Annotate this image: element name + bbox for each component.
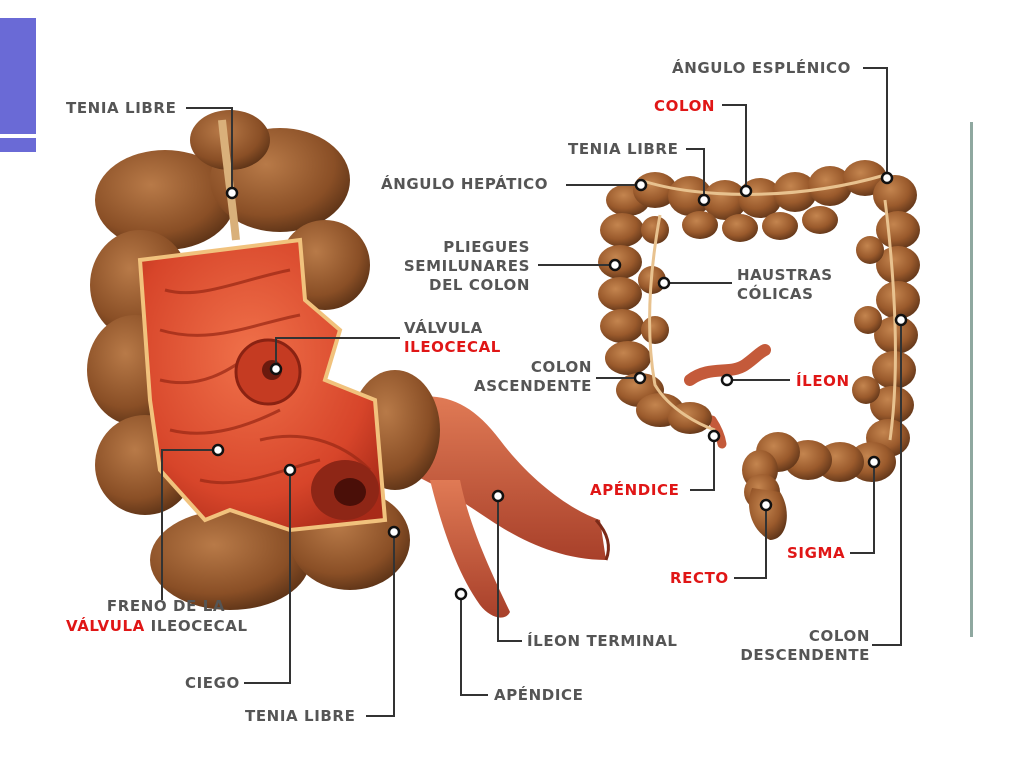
- label-freno-line2: VÁLVULA ILEOCECAL: [66, 617, 248, 636]
- cecum-illustration: [87, 110, 610, 618]
- label-ciego: CIEGO: [185, 674, 240, 692]
- marker-dot-icon: [211, 171, 908, 601]
- label-haustras-1: HAUSTRAS: [737, 266, 833, 284]
- label-colon-ascendente-1: COLON: [530, 358, 592, 376]
- label-apendice-left: APÉNDICE: [494, 686, 584, 704]
- label-ileon: ÍLEON: [796, 372, 850, 390]
- label-pliegues-3: DEL COLON: [429, 276, 530, 294]
- label-recto: RECTO: [670, 569, 729, 587]
- colon-illustration: [598, 160, 920, 540]
- label-colon-descendente-1: COLON: [808, 627, 870, 645]
- label-colon-ascendente-2: ASCENDENTE: [474, 377, 592, 395]
- right-rule: [970, 122, 973, 637]
- label-tenia-libre-right: TENIA LIBRE: [568, 140, 679, 158]
- label-ileon-terminal: ÍLEON TERMINAL: [527, 632, 678, 650]
- label-ileocecal: ILEOCECAL: [404, 338, 501, 356]
- label-colon: COLON: [654, 97, 716, 115]
- label-angulo-hepatico: ÁNGULO HEPÁTICO: [381, 175, 549, 193]
- label-apendice-right: APÉNDICE: [590, 481, 680, 499]
- label-angulo-esplenico: ÁNGULO ESPLÉNICO: [672, 59, 851, 77]
- accent-block: [0, 18, 36, 134]
- label-freno-ileocecal: ILEOCECAL: [144, 617, 248, 635]
- label-pliegues-2: SEMILUNARES: [403, 257, 530, 275]
- label-haustras-2: CÓLICAS: [737, 285, 814, 303]
- label-valvula: VÁLVULA: [404, 319, 483, 337]
- label-tenia-libre-top: TENIA LIBRE: [66, 99, 177, 117]
- label-pliegues-1: PLIEGUES: [443, 238, 530, 256]
- label-tenia-libre-bottom: TENIA LIBRE: [245, 707, 356, 725]
- leader-lines: [161, 67, 902, 717]
- label-colon-descendente-2: DESCENDENTE: [740, 646, 870, 664]
- label-freno-line1: FRENO DE LA: [106, 597, 226, 615]
- label-freno-valvula: VÁLVULA: [66, 617, 145, 635]
- label-sigma: SIGMA: [787, 544, 846, 562]
- accent-line: [0, 138, 36, 152]
